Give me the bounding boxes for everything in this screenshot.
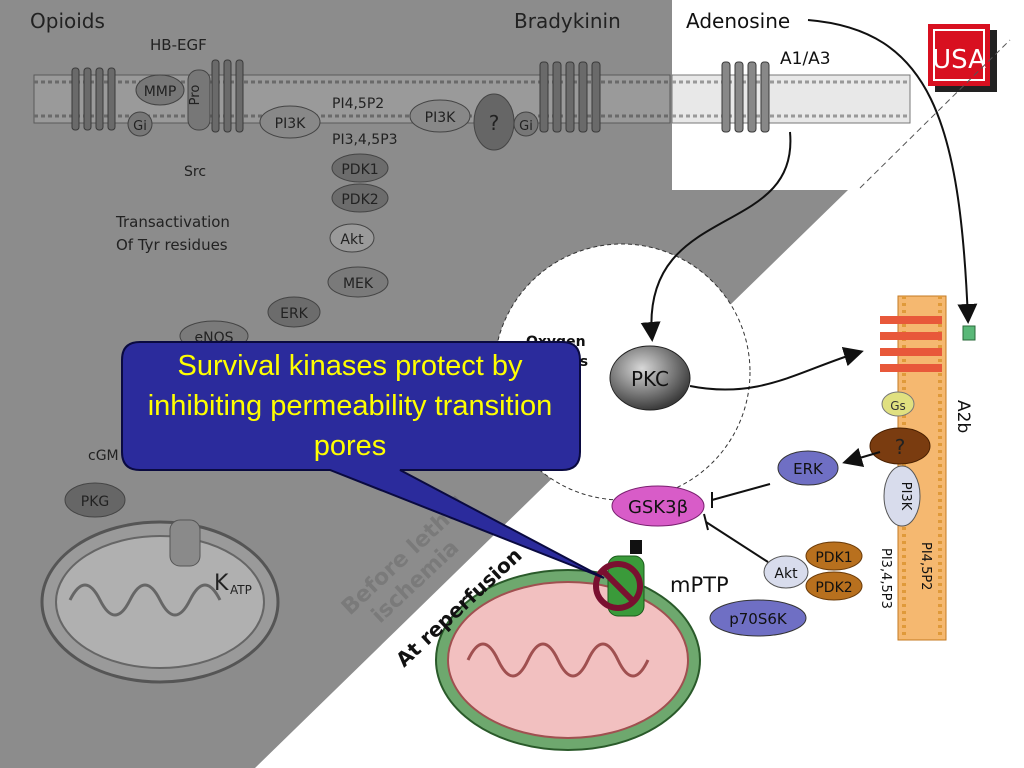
pip3-left-label: PI3,4,5P3 (332, 132, 398, 148)
pi3k-left-label: PI3K (275, 116, 306, 132)
bradykinin-label: Bradykinin (514, 9, 621, 33)
adenosine-label: Adenosine (686, 9, 790, 33)
hb-egf-label: HB-EGF (150, 36, 207, 54)
pdk1-right-node (805, 541, 863, 571)
mptp-label: mPTP (670, 573, 729, 597)
question-right-label: ? (895, 435, 906, 459)
pi3k-right-node (883, 465, 921, 527)
katp-sub-label: ATP (230, 583, 252, 597)
transactivation-line1: Transactivation (115, 213, 230, 231)
erk-left-label: ERK (280, 306, 309, 322)
gsk3b-label: GSK3β (628, 497, 688, 518)
callout-text: Survival kinases protect by inhibiting p… (147, 350, 553, 462)
transactivation-line2: Of Tyr residues (116, 236, 228, 254)
question-right-node (869, 427, 931, 465)
pdk2-right-node (805, 571, 863, 601)
opioids-label: Opioids (30, 9, 105, 33)
pdk2-left-label: PDK2 (341, 192, 378, 208)
src-label: Src (184, 164, 206, 180)
akt-left-label: Akt (340, 232, 364, 248)
pip3-right-label: PI3,4,5P3 (878, 548, 893, 609)
question-left-label: ? (489, 111, 500, 135)
gs-node (881, 391, 915, 417)
logo-text: USA (932, 45, 986, 75)
pkc-label: PKC (631, 367, 669, 391)
pip2-right-label: PI4,5P2 (918, 542, 933, 590)
erk-right-node (777, 450, 839, 486)
usa-logo: USA (928, 24, 997, 92)
akt-right-label: Akt (774, 566, 798, 582)
mptp-inhibited-icon (593, 561, 643, 611)
mmp-label: MMP (144, 84, 177, 100)
gi-left2-label: Gi (519, 119, 533, 134)
pdk2-right-label: PDK2 (815, 580, 852, 596)
pi3k-right-label: PI3K (898, 482, 913, 511)
a2b-receptor-marker (962, 325, 976, 341)
pkc-node (609, 345, 691, 411)
pro-label: Pro (188, 85, 203, 106)
akt-right-node (763, 555, 809, 589)
pi3k-left2-label: PI3K (425, 110, 456, 126)
p70s6k-node (709, 599, 807, 637)
katp-k-label: K (214, 571, 229, 596)
receptor-helices (71, 59, 770, 133)
a2b-label: A2b (953, 400, 973, 433)
a1-a3-label: A1/A3 (780, 49, 831, 69)
callout-bubble (121, 341, 605, 579)
logo-divider-line (859, 39, 1011, 189)
pkg-label: PKG (81, 494, 109, 510)
cgm-label: cGM (88, 448, 119, 464)
pdk1-right-label: PDK1 (815, 550, 852, 566)
signal-arrows (640, 19, 978, 563)
gi-left-label: Gi (133, 119, 147, 134)
pdk1-left-label: PDK1 (341, 162, 378, 178)
p70s6k-label: p70S6K (729, 610, 788, 628)
left-panel-nodes: MMP Gi Pro PI3K PI4,5P2 PI3,4,5P3 PI3K ?… (64, 69, 539, 518)
gs-label: Gs (890, 399, 906, 413)
gsk3b-node (611, 485, 705, 527)
mek-left-label: MEK (343, 276, 374, 292)
pip2-left-label: PI4,5P2 (332, 96, 384, 112)
erk-right-label: ERK (793, 460, 824, 478)
left-mitochondrion: K ATP (40, 519, 280, 684)
